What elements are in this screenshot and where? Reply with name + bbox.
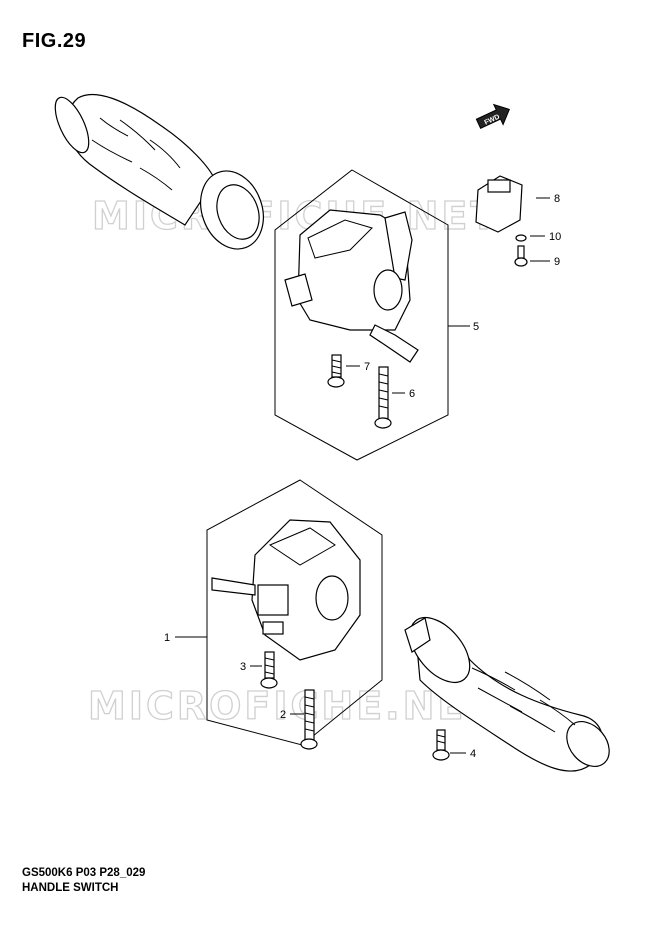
switch-8	[475, 175, 523, 233]
figure-title: FIG.29	[22, 30, 87, 52]
fwd-arrow-icon: FWD	[475, 103, 510, 129]
callout-4: 4	[470, 748, 476, 760]
bolt-7	[327, 354, 345, 388]
assembly-5-boundary	[274, 169, 449, 461]
screw-4	[432, 729, 450, 761]
left-handle-switch-housing	[211, 519, 361, 661]
right-throttle-grip	[404, 617, 610, 772]
callout-1: 1	[164, 632, 170, 644]
right-handle-switch-housing	[284, 209, 419, 363]
washer-10	[515, 234, 527, 242]
bolt-2	[300, 689, 318, 750]
figure-name: HANDLE SWITCH	[22, 882, 119, 894]
callout-6: 6	[409, 388, 415, 400]
callout-3: 3	[240, 661, 246, 673]
screw-9	[514, 245, 528, 267]
callout-7: 7	[364, 361, 370, 373]
callout-5: 5	[473, 321, 479, 333]
bolt-3	[260, 651, 278, 689]
watermark-bottom: MICROFICHE.NET	[88, 684, 495, 728]
callout-2: 2	[280, 709, 286, 721]
callout-8: 8	[554, 193, 560, 205]
leader-lines	[175, 197, 550, 754]
callout-9: 9	[554, 256, 560, 268]
left-handlebar-grip	[54, 93, 264, 250]
callout-10: 10	[549, 231, 561, 243]
figure-code: GS500K6 P03 P28_029	[22, 867, 146, 879]
bolt-6	[374, 366, 392, 429]
